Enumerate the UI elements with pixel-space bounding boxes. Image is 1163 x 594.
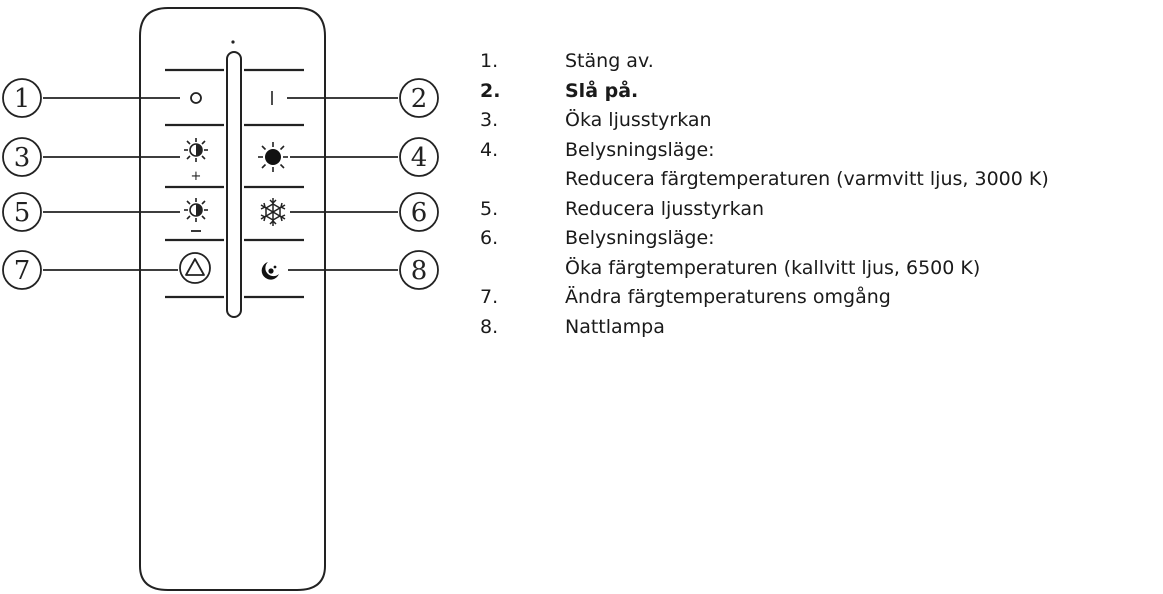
callout-4: 4 [399,137,439,177]
legend-text: Ändra färgtemperaturens omgång [565,286,891,308]
svg-text:3: 3 [14,143,31,173]
legend-item-1: 1. Stäng av. [480,47,1160,77]
legend-item-7: 7. Ändra färgtemperaturens omgång [480,283,1160,313]
svg-text:5: 5 [14,198,31,228]
cold-light-snowflake-icon [260,198,286,226]
callout-8: 8 [399,250,439,290]
remote-control-diagram: + [2,7,439,591]
svg-text:8: 8 [411,256,428,286]
legend-text: Stäng av. [565,50,654,72]
legend-item-4: 4. Belysningsläge: [480,136,1160,166]
svg-text:6: 6 [411,198,428,228]
legend-item-6-detail: Öka färgtemperaturen (kallvitt ljus, 650… [480,254,1160,284]
plus-sign: + [191,169,202,184]
callout-3: 3 [2,137,42,177]
brightness-up-icon [184,138,208,162]
legend-number: 8. [480,315,499,338]
button-night-lamp[interactable] [261,262,279,280]
center-divider [226,51,242,318]
legend-item-4-detail: Reducera färgtemperaturen (varmvitt ljus… [480,165,1160,195]
off-circle-icon [190,92,202,104]
legend-text: Belysningsläge: [565,138,715,161]
callout-2: 2 [399,78,439,118]
legend-text: Öka ljusstyrkan [565,109,712,131]
callout-7: 7 [2,250,42,290]
legend-number: 6. [480,227,499,249]
callout-1: 1 [2,78,42,118]
legend-text: Reducera ljusstyrkan [565,197,765,220]
button-off[interactable] [190,92,202,104]
row-separators [165,68,304,299]
button-brightness-down[interactable] [184,198,208,232]
svg-text:4: 4 [411,143,428,173]
callout-5: 5 [2,192,42,232]
legend-number: 4. [480,138,499,161]
indicator-led [231,40,235,44]
legend-subtext: Reducera färgtemperaturen (varmvitt ljus… [565,168,1049,190]
legend-item-5: 5. Reducera ljusstyrkan [480,195,1160,225]
legend-subtext: Öka färgtemperaturen (kallvitt ljus, 650… [565,256,981,279]
callout-lines [43,97,398,271]
button-cycle-color-temp[interactable] [179,252,211,284]
callout-6: 6 [399,192,439,232]
legend-item-8: 8. Nattlampa [480,313,1160,343]
legend-text: Nattlampa [565,315,665,338]
button-cold-light[interactable] [260,198,286,226]
legend-number: 7. [480,286,499,308]
button-brightness-up[interactable]: + [184,138,208,184]
svg-text:7: 7 [14,256,31,286]
legend-item-3: 3. Öka ljusstyrkan [480,106,1160,136]
brightness-down-icon [184,198,208,222]
legend-number: 2. [480,79,501,102]
night-lamp-moon-icon [261,262,279,280]
remote-body [139,7,326,591]
legend-item-2: 2. Slå på. [480,77,1160,107]
legend-item-6: 6. Belysningsläge: [480,224,1160,254]
legend-number: 3. [480,109,499,131]
svg-text:1: 1 [14,84,31,114]
button-legend-list: 1.Stäng av. 2.Slå på. 3.Öka ljusstyrkan … [480,47,1160,342]
legend-text: Slå på. [565,79,639,102]
warm-light-sun-icon [258,142,288,172]
cycle-triangle-icon [179,252,211,284]
svg-text:2: 2 [411,84,428,114]
button-warm-light[interactable] [258,142,288,172]
legend-text: Belysningsläge: [565,227,715,249]
legend-number: 5. [480,197,499,220]
legend-number: 1. [480,50,499,72]
